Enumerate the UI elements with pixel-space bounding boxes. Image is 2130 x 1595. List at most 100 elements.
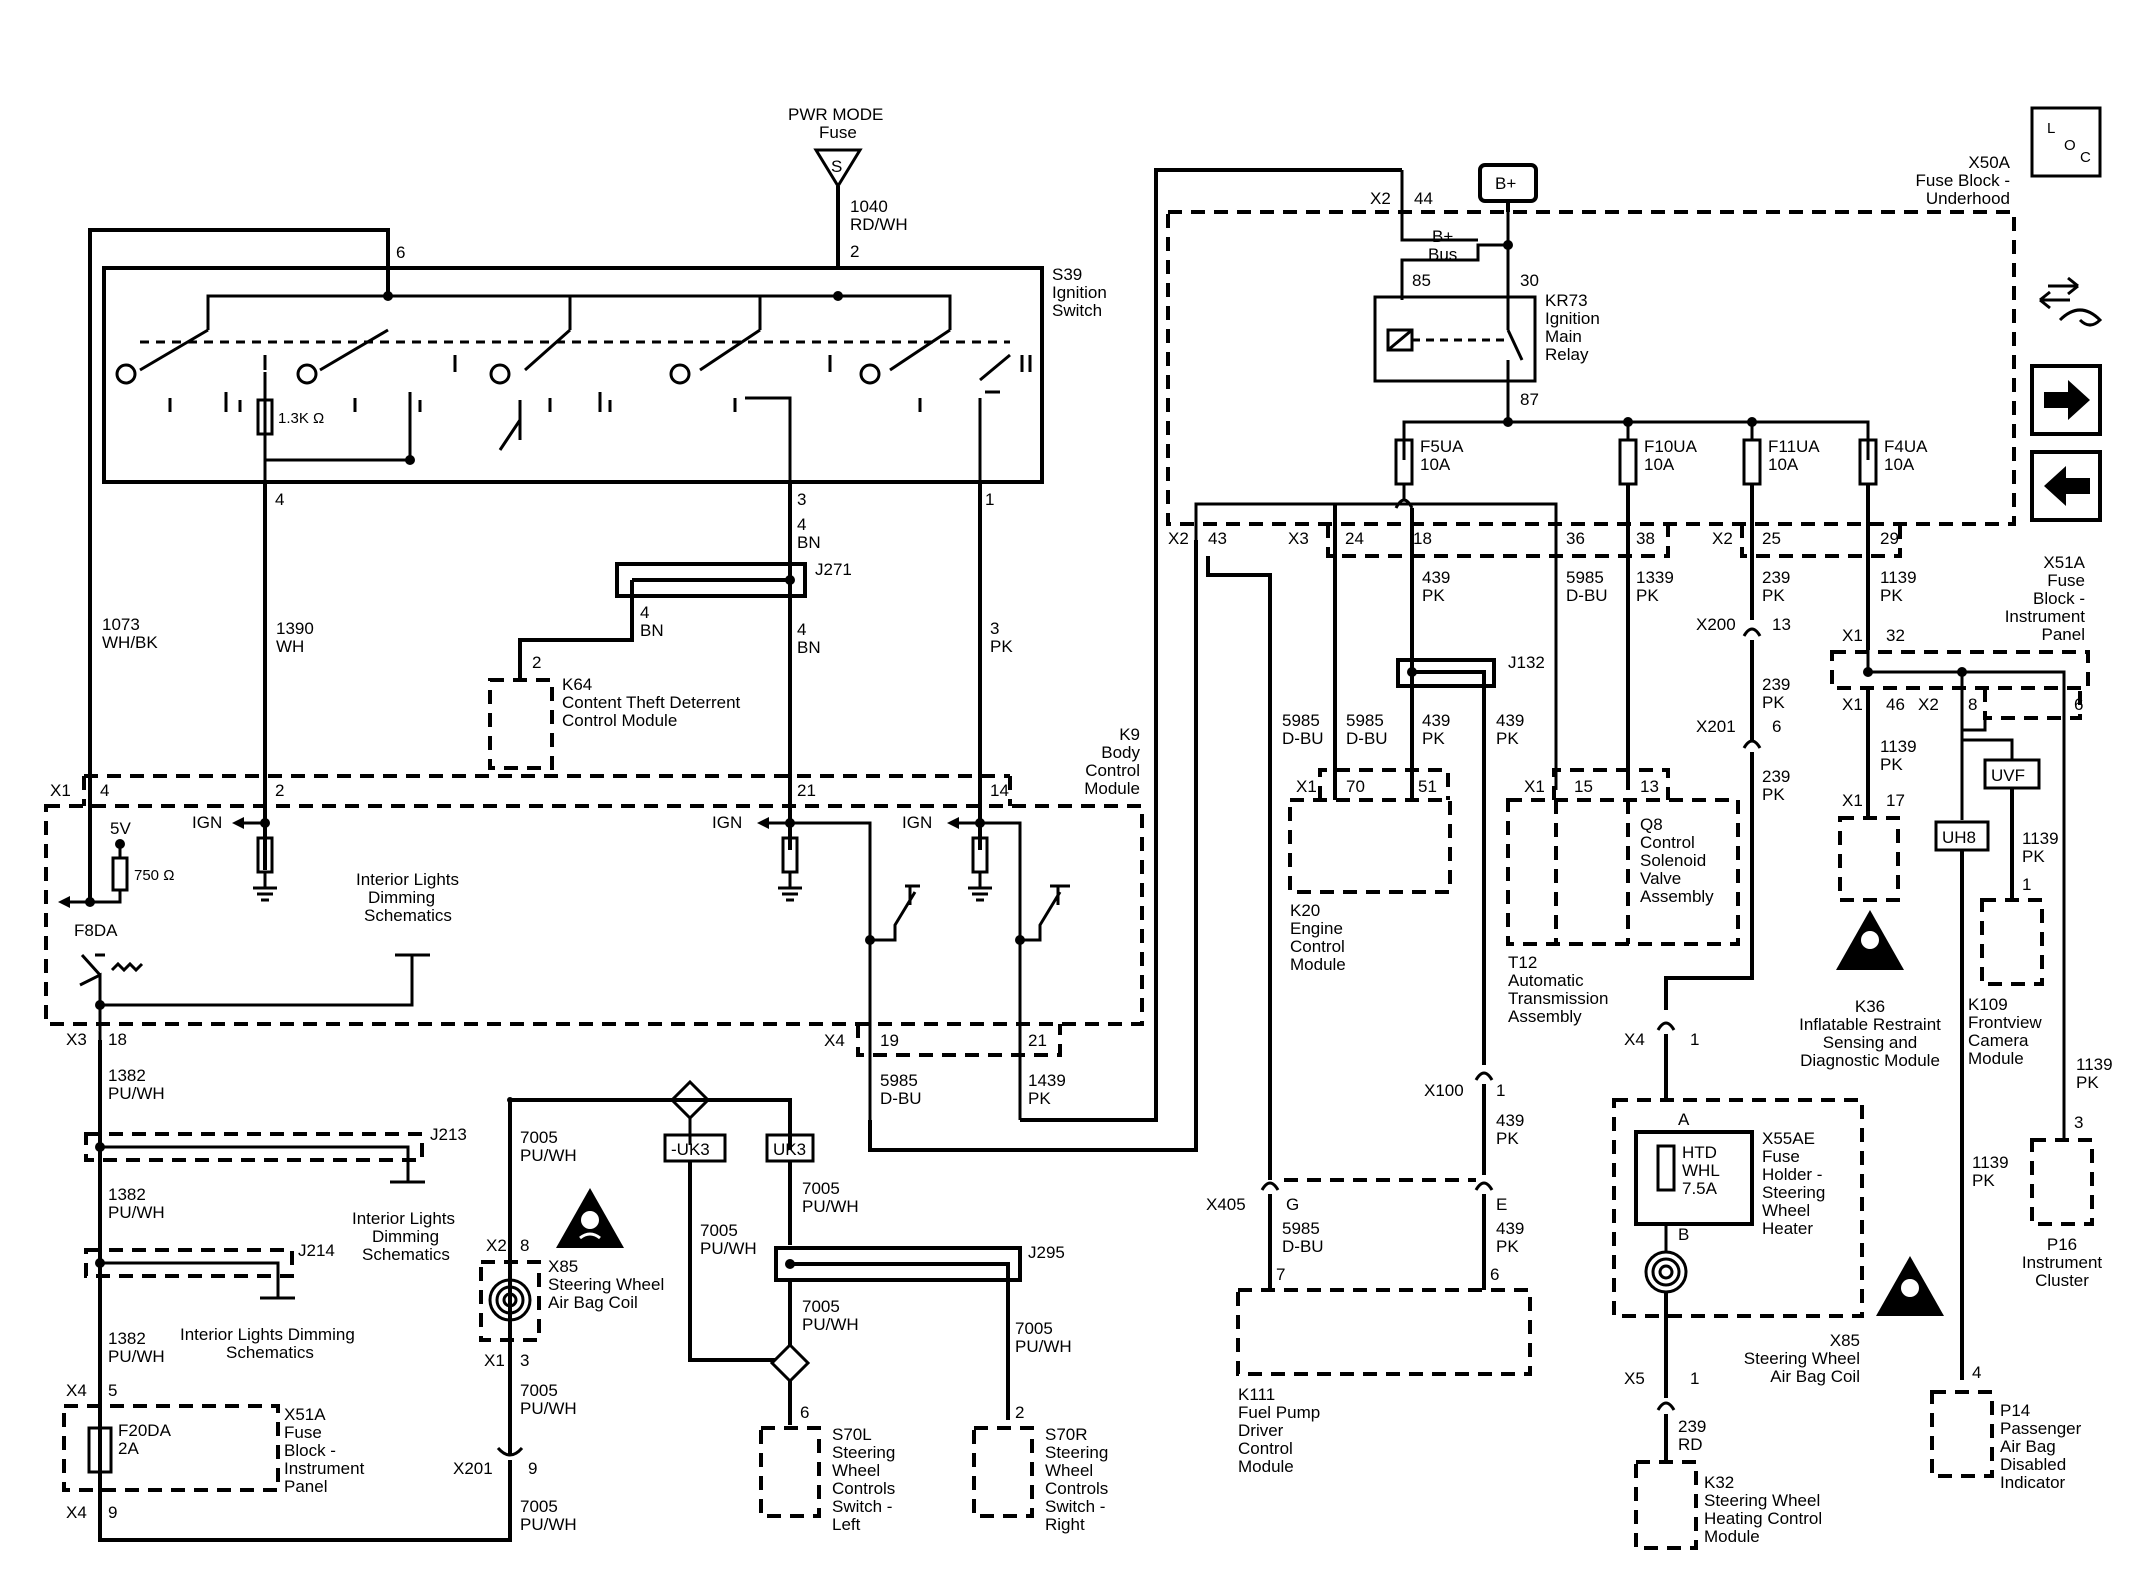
forward-arrow-icon[interactable]: [2030, 364, 2102, 436]
diagram-label: Frontview: [1968, 1013, 2042, 1032]
diagram-label: Module: [1704, 1527, 1760, 1546]
diagram-label: UH8: [1942, 828, 1976, 847]
diagram-label: Air Bag Coil: [548, 1293, 638, 1312]
diagram-label: 5985: [1566, 568, 1604, 587]
diagram-label: PK: [1496, 1237, 1519, 1256]
diagram-label: Steering Wheel: [548, 1275, 664, 1294]
diagram-label: K9: [1119, 725, 1140, 744]
diagram-label: Fuel Pump: [1238, 1403, 1320, 1422]
diagram-label: Driver: [1238, 1421, 1284, 1440]
diagram-label: 46: [1886, 695, 1905, 714]
diagram-label: K36: [1855, 997, 1885, 1016]
diagram-label: Fuse Block -: [1916, 171, 2010, 190]
pwr-mode-fuse: PWR MODE Fuse S 1040 RD/WH 2: [788, 105, 908, 270]
diagram-label: X2: [1918, 695, 1939, 714]
diagram-label: 7005: [520, 1128, 558, 1147]
diagram-label: 1139: [1880, 737, 1917, 756]
location-icon[interactable]: L O C: [2030, 106, 2102, 178]
diagram-label: Wheel: [832, 1461, 880, 1480]
diagram-label: B: [1678, 1225, 1689, 1244]
j132-splice: J132: [1396, 653, 1545, 1065]
diagram-label: Air Bag: [2000, 1437, 2056, 1456]
diagram-label: 6: [800, 1403, 809, 1422]
diagram-label: K111: [1238, 1385, 1275, 1404]
diagram-label: F4UA: [1884, 437, 1928, 456]
diagram-label: Valve: [1640, 869, 1681, 888]
diagram-label: Fuse: [284, 1423, 322, 1442]
diagram-label: X5: [1624, 1369, 1645, 1388]
diagram-label: UVF: [1991, 766, 2025, 785]
back-arrow-icon[interactable]: [2030, 450, 2102, 522]
diagram-label: J295: [1028, 1243, 1065, 1262]
diagram-label: 8: [520, 1236, 529, 1255]
diagram-label: 1040: [850, 197, 888, 216]
x55ae-heater-fuse-holder: A HTD WHL 7.5A X55AE Fuse Holder - Steer…: [1612, 1098, 1864, 1318]
diagram-label: Fuse: [1762, 1147, 1800, 1166]
diagram-label: 4: [797, 620, 806, 639]
diagram-label: PU/WH: [1015, 1337, 1072, 1356]
diagram-label: Fuse: [2047, 571, 2085, 590]
f20da-fuse: F20DA 2A X51A Fuse Block - Instrument Pa…: [62, 1404, 365, 1496]
diagram-label: Dimming: [368, 888, 435, 907]
diagram-label: PU/WH: [108, 1203, 165, 1222]
diagram-label: 5985: [1282, 1219, 1320, 1238]
diagram-label: D-BU: [1282, 729, 1324, 748]
airbag-warning-icon: [556, 1188, 624, 1248]
navigation-arrows-icon[interactable]: [2039, 276, 2103, 327]
diagram-label: KR73: [1545, 291, 1588, 310]
diagram-label: F8DA: [74, 921, 118, 940]
diagram-label: PK: [1028, 1089, 1051, 1108]
diagram-label: Module: [1084, 779, 1140, 798]
diagram-label: 21: [797, 781, 816, 800]
diagram-label: Schematics: [364, 906, 452, 925]
diagram-label: IGN: [902, 813, 932, 832]
diagram-label: Instrument: [2022, 1253, 2103, 1272]
diagram-label: D-BU: [1566, 586, 1608, 605]
diagram-label: PK: [1762, 586, 1785, 605]
diagram-label: Assembly: [1640, 887, 1714, 906]
diagram-label: 3: [990, 619, 999, 638]
diagram-label: S70R: [1045, 1425, 1088, 1444]
p14-airbag-indicator: P14 Passenger Air Bag Disabled Indicator: [1930, 1390, 2082, 1492]
diagram-label: BN: [797, 533, 821, 552]
diagram-label: 2: [532, 653, 541, 672]
diagram-label: A: [1678, 1110, 1690, 1129]
diagram-label: 1073: [102, 615, 140, 634]
diagram-label: PK: [1636, 586, 1659, 605]
k9-body-control-module: K9 Body Control Module X1 4 2 21 14 5V 7…: [44, 725, 1144, 1120]
diagram-label: 7005: [520, 1497, 558, 1516]
diagram-label: 1139: [1972, 1153, 2009, 1172]
diagram-label: 5985: [1346, 711, 1384, 730]
diagram-label: Disabled: [2000, 1455, 2066, 1474]
diagram-label: PU/WH: [802, 1315, 859, 1334]
diagram-label: L: [2047, 120, 2055, 137]
diagram-label: 1: [1690, 1369, 1699, 1388]
diagram-label: 239: [1762, 568, 1790, 587]
diagram-label: Sensing and: [1823, 1033, 1918, 1052]
diagram-label: 7005: [1015, 1319, 1053, 1338]
diagram-label: 36: [1566, 529, 1585, 548]
diagram-label: X85: [548, 1257, 578, 1276]
diagram-label: 1382: [108, 1185, 146, 1204]
diagram-label: PK: [1422, 729, 1445, 748]
diagram-label: D-BU: [880, 1089, 922, 1108]
diagram-label: 5: [108, 1381, 117, 1400]
diagram-label: X51A: [284, 1405, 326, 1424]
diagram-label: Camera: [1968, 1031, 2029, 1050]
diagram-label: Heating Control: [1704, 1509, 1822, 1528]
diagram-label: X50A: [1968, 153, 2010, 172]
diagram-label: 10A: [1884, 455, 1915, 474]
diagram-label: 2: [1015, 1403, 1024, 1422]
diagram-label: X1: [1296, 777, 1317, 796]
diagram-label: 1.3K Ω: [278, 410, 324, 427]
diagram-label: 10A: [1644, 455, 1675, 474]
diagram-label: J214: [298, 1241, 335, 1260]
diagram-label: 9: [528, 1459, 537, 1478]
diagram-label: Diagnostic Module: [1800, 1051, 1940, 1070]
diagram-label: X3: [1288, 529, 1309, 548]
diagram-label: Instrument: [284, 1459, 365, 1478]
diagram-label: RD/WH: [850, 215, 908, 234]
diagram-label: X3: [66, 1030, 87, 1049]
diagram-label: PK: [1972, 1171, 1995, 1190]
